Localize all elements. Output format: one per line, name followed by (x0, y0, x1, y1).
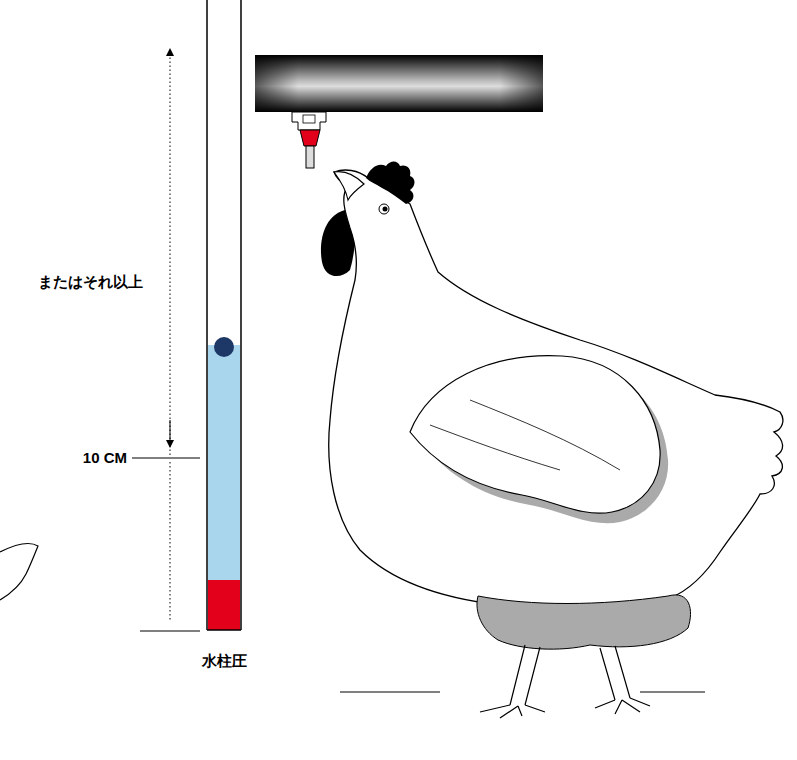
fitting-detail (303, 115, 315, 123)
nipple-valve (300, 130, 320, 146)
water-column (208, 345, 240, 581)
label: またはそれ以上 (38, 273, 143, 291)
baseline (140, 631, 200, 632)
label: 水柱圧 (202, 652, 247, 670)
eye (379, 204, 389, 214)
comb (366, 162, 415, 205)
dimension-arrow (170, 52, 171, 455)
dimension-line (170, 462, 171, 622)
tube-wall (240, 0, 242, 630)
chicken-body (329, 170, 783, 609)
thighs (477, 595, 691, 649)
ground-line (340, 692, 440, 693)
foot (480, 705, 545, 718)
wing (410, 356, 660, 514)
red-base (208, 580, 240, 630)
partial-chicken (0, 544, 38, 600)
water-pipe (255, 55, 543, 112)
ground-line (640, 692, 705, 693)
water-pipe-shade (255, 55, 543, 112)
label: 10 CM (83, 449, 127, 467)
tube-bottom (207, 629, 241, 631)
pupil (383, 207, 388, 212)
tick-line (132, 458, 200, 459)
dimension-arrow (170, 420, 171, 444)
chicken (321, 162, 783, 719)
foot (595, 698, 650, 714)
wing-feathers (430, 400, 620, 470)
nipple-pin (306, 146, 314, 168)
beak (334, 172, 364, 200)
leg (600, 646, 630, 700)
leg (510, 645, 540, 705)
tube-wall (206, 0, 208, 630)
nipple-fitting (292, 112, 326, 130)
water-level-dot (214, 337, 234, 357)
